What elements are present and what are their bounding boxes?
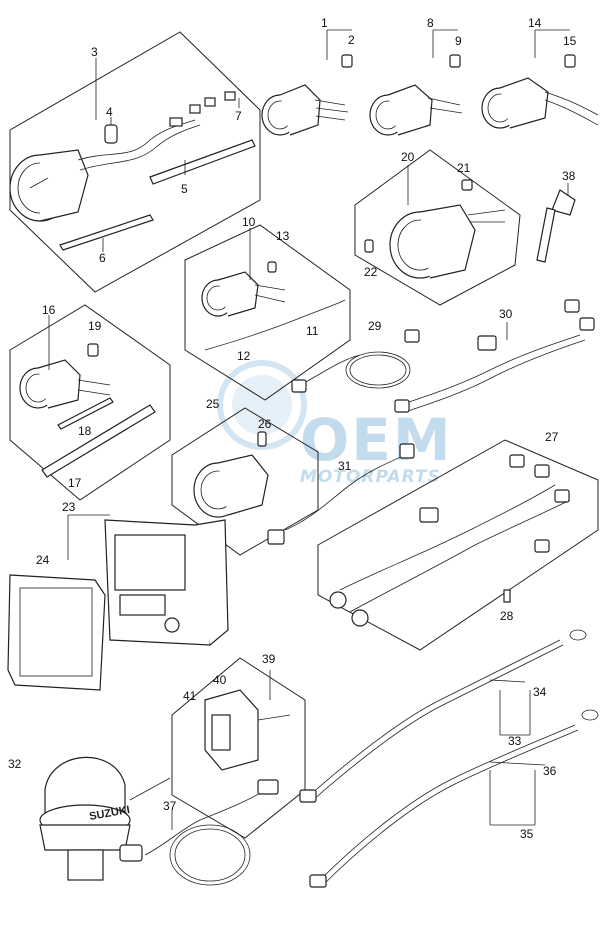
group-39-switch: [171, 657, 306, 839]
part-24-cover: [7, 574, 106, 691]
group-23-display: [67, 514, 229, 646]
callout-2: 2: [348, 33, 355, 47]
group-1-gauge: [261, 29, 353, 136]
callout-9: 9: [455, 34, 462, 48]
part-33-harness: [299, 629, 587, 803]
callout-21: 21: [457, 161, 471, 175]
group-20-kit: [354, 149, 521, 306]
group-27-kit: [317, 439, 599, 651]
callout-22: 22: [364, 265, 378, 279]
callout-38: 38: [562, 169, 576, 183]
callout-29: 29: [368, 319, 382, 333]
callout-27: 27: [545, 430, 559, 444]
callout-31: 31: [338, 459, 352, 473]
callout-17: 17: [68, 476, 82, 490]
callout-14: 14: [528, 16, 542, 30]
callout-23: 23: [62, 500, 76, 514]
callout-35: 35: [520, 827, 534, 841]
callout-25: 25: [206, 397, 220, 411]
callout-30: 30: [499, 307, 513, 321]
callout-5: 5: [181, 182, 188, 196]
callout-13: 13: [276, 229, 290, 243]
callout-6: 6: [99, 251, 106, 265]
part-29-cable: [291, 329, 420, 393]
callout-10: 10: [242, 215, 256, 229]
callout-32: 32: [8, 757, 22, 771]
group-8-gauge: [369, 29, 463, 136]
group-10-kit: [184, 224, 351, 401]
part-32-antenna: SUZUKI: [39, 756, 171, 881]
callout-16: 16: [42, 303, 56, 317]
callout-33: 33: [508, 734, 522, 748]
callout-28: 28: [500, 609, 514, 623]
part-38-sensor: [536, 183, 576, 263]
callout-24: 24: [36, 553, 50, 567]
watermark: OEM MOTORPARTS: [217, 360, 453, 487]
callout-1: 1: [321, 16, 328, 30]
callout-41: 41: [183, 689, 197, 703]
callout-26: 26: [258, 417, 272, 431]
callout-34: 34: [533, 685, 547, 699]
callout-7: 7: [235, 109, 242, 123]
group-16-kit: [9, 304, 171, 501]
watermark-subtitle: MOTORPARTS: [300, 467, 441, 487]
callout-8: 8: [427, 16, 434, 30]
callout-12: 12: [237, 349, 251, 363]
callout-36: 36: [543, 764, 557, 778]
part-37-cable: [119, 779, 279, 886]
part-35-harness: [309, 709, 599, 888]
callout-15: 15: [563, 34, 577, 48]
callout-4: 4: [106, 105, 113, 119]
callout-19: 19: [88, 319, 102, 333]
part-30-harness: [394, 299, 595, 413]
part-31-cable: [267, 443, 415, 545]
callout-40: 40: [213, 673, 227, 687]
callout-18: 18: [78, 424, 92, 438]
callout-labels: 1 2 3 4 5 6 7 8 9 10 11 12 13 14 15 16 1…: [8, 16, 577, 841]
callout-20: 20: [401, 150, 415, 164]
group-3-kit: [9, 31, 261, 293]
group-14-gauge: [481, 29, 599, 129]
callout-37: 37: [163, 799, 177, 813]
callout-39: 39: [262, 652, 276, 666]
group-25-kit: [171, 407, 319, 556]
callout-11: 11: [306, 324, 319, 338]
callout-3: 3: [91, 45, 98, 59]
watermark-title: OEM: [300, 406, 453, 474]
